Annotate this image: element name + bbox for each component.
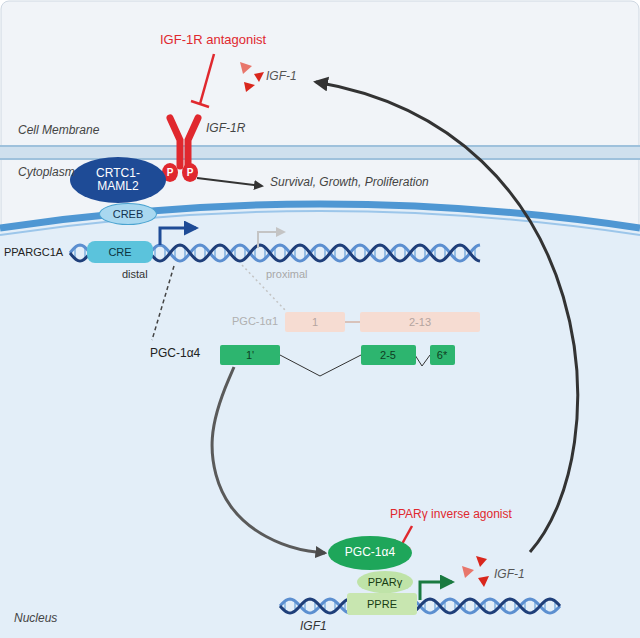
exon-box: 1': [220, 345, 280, 365]
response-element: PPRE: [347, 593, 417, 615]
node-text: CRTC1-MAML2: [83, 167, 153, 193]
transcription-start: [160, 228, 196, 245]
promoter-label: distal: [122, 268, 148, 281]
secretion-arrow: [316, 82, 578, 552]
exon-box: 6*: [430, 345, 455, 365]
intron-line: [345, 321, 360, 323]
node-text: 1': [246, 349, 254, 361]
region-label: Cell Membrane: [18, 124, 99, 138]
edge-layer: [212, 367, 325, 553]
inhibition-line: [191, 54, 214, 107]
transcription-factor: CREB: [99, 203, 157, 225]
exon-box: 2-5: [361, 345, 416, 365]
nucleus: [0, 204, 640, 638]
outcome-label: Survival, Growth, Proliferation: [270, 176, 429, 190]
response-element: CRE: [87, 241, 153, 263]
node-text: P: [187, 167, 194, 178]
gene-label: IGF1: [300, 620, 327, 634]
igf1r-receptor: [170, 118, 198, 166]
node-text: P: [167, 167, 174, 178]
ligand-label: IGF-1: [494, 568, 525, 582]
node-text: 2-13: [409, 316, 431, 328]
igf1-ligand: [240, 62, 264, 92]
node-text: 1: [312, 316, 318, 328]
isoform-label: PGC-1α1: [232, 315, 278, 328]
dna-strand: [280, 599, 560, 613]
signal-arrow: [197, 178, 262, 186]
dna-strand: [280, 599, 560, 613]
region-label: Cytoplasm: [18, 166, 75, 180]
node-text: PGC-1α4: [345, 546, 395, 559]
splice-line: [280, 355, 361, 376]
promoter-leader: [152, 266, 174, 340]
drug-label: IGF-1R antagonist: [160, 33, 266, 48]
exon-box: 2-13: [360, 312, 480, 332]
promoter-label: proximal: [266, 268, 308, 281]
node-text: CRE: [108, 246, 131, 258]
receptor-label: IGF-1R: [206, 122, 245, 136]
transcription-start: [420, 582, 452, 600]
igf1-ligand: [462, 556, 489, 587]
dna-helix: [70, 245, 560, 613]
gene-label: PPARGC1A: [4, 246, 63, 259]
transcription-start: [258, 232, 284, 248]
node-text: CREB: [113, 208, 144, 220]
exon-box: 1: [285, 312, 345, 332]
node-text: 2-5: [380, 349, 396, 361]
connector-arrow: [212, 367, 325, 553]
splice-line: [415, 355, 430, 366]
node-text: PPRE: [367, 598, 397, 610]
node-text: PPARγ: [368, 576, 403, 588]
ligand-label: IGF-1: [266, 70, 297, 84]
cell-membrane: [0, 146, 640, 159]
region-label: Nucleus: [14, 612, 57, 626]
node-text: 6*: [437, 349, 447, 361]
phospho-site: P: [182, 163, 198, 182]
nuclear-receptor: PPARγ: [357, 571, 413, 593]
isoform-label: PGC-1α4: [150, 347, 200, 361]
fusion-protein: CRTC1-MAML2: [70, 157, 166, 203]
drug-label: PPARγ inverse agonist: [390, 508, 512, 522]
coactivator-protein: PGC-1α4: [328, 536, 412, 570]
